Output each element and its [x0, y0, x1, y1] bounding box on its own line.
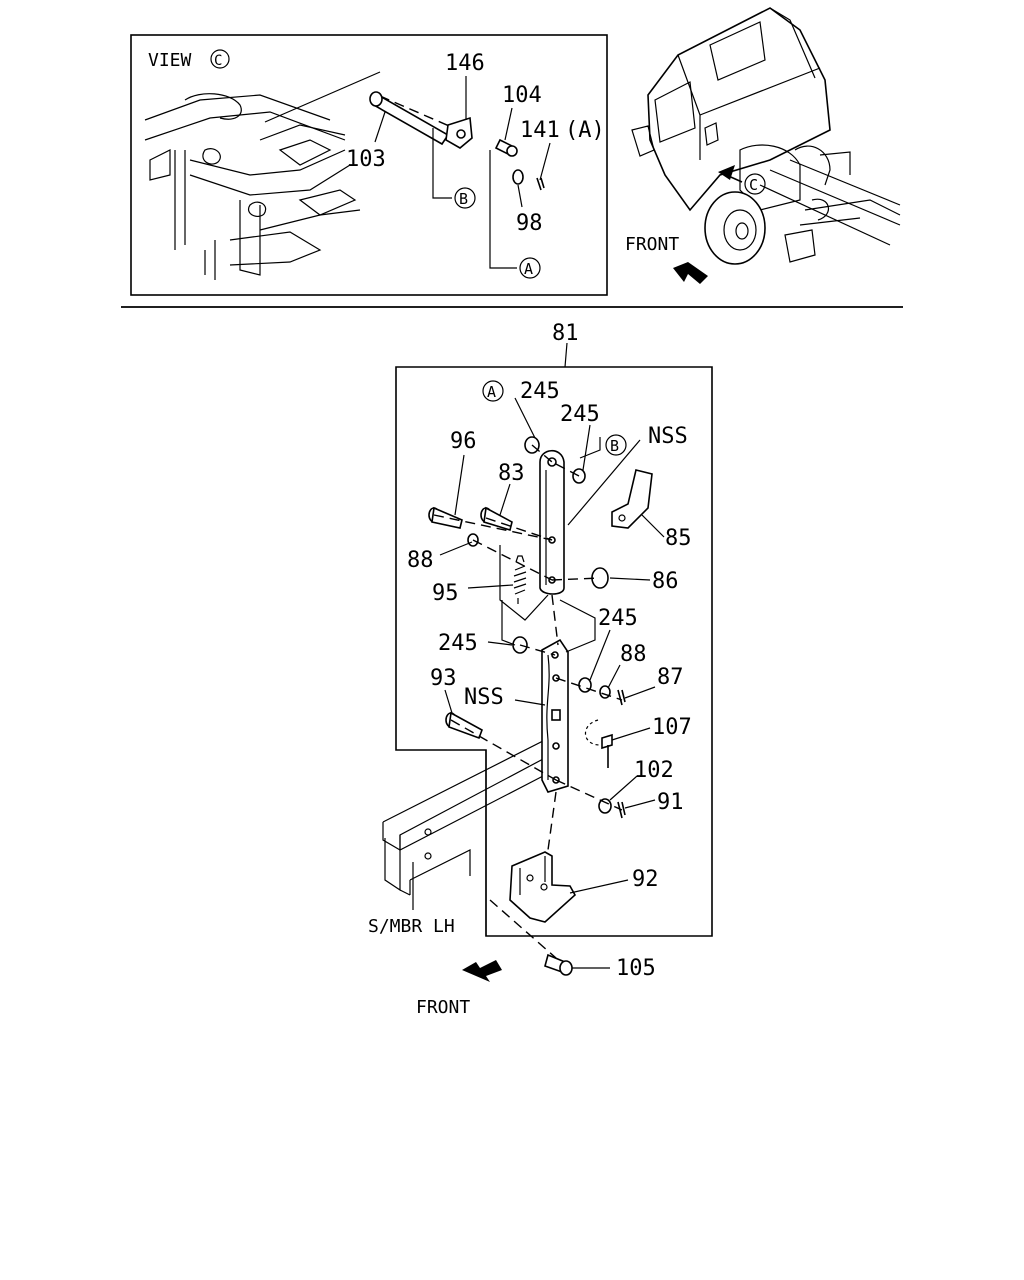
label-98: 98	[516, 211, 543, 236]
label-245-b: 245	[560, 402, 600, 427]
label-87: 87	[657, 665, 684, 690]
label-96: 96	[450, 429, 477, 454]
washer-98	[512, 169, 524, 185]
bracket-92	[509, 851, 577, 923]
side-member-lh	[382, 739, 546, 896]
label-141-ref: (A)	[565, 118, 605, 143]
main-ref-a-circle	[482, 380, 504, 402]
label-105: 105	[616, 956, 656, 981]
pin-83	[480, 506, 513, 532]
main-ref-b-letter: B	[610, 437, 619, 455]
view-title: VIEW	[148, 50, 192, 71]
label-245-top: 245	[520, 379, 560, 404]
main-ref-a-letter: A	[487, 383, 496, 401]
upper-link	[539, 449, 565, 595]
cotter-91	[617, 801, 626, 819]
label-245-mid-right: 245	[598, 606, 638, 631]
label-104: 104	[502, 83, 542, 108]
truck-front-arrow	[673, 262, 708, 284]
label-102: 102	[634, 758, 674, 783]
pin-103	[369, 91, 450, 146]
label-88-right: 88	[620, 642, 647, 667]
label-95: 95	[432, 581, 459, 606]
chain-pin-107	[584, 719, 613, 768]
cotter-pin-141	[536, 177, 545, 191]
bolt-104	[494, 138, 518, 157]
label-nss-mid: NSS	[464, 685, 504, 710]
cotter-87	[617, 689, 626, 706]
label-92: 92	[632, 867, 659, 892]
label-141: 141	[520, 118, 560, 143]
truck-marker-letter: C	[749, 176, 758, 194]
truck-front-label: FRONT	[625, 234, 679, 255]
main-front-label: FRONT	[416, 997, 470, 1018]
bracket-146	[445, 116, 473, 149]
label-83: 83	[498, 461, 525, 486]
view-c-panel: VIEW C	[130, 34, 608, 296]
truck-overview: C FRONT	[625, 7, 901, 284]
label-smbr-lh: S/MBR LH	[368, 916, 455, 937]
pin-93	[445, 711, 483, 740]
label-85: 85	[665, 526, 692, 551]
view-c-frame	[130, 34, 608, 296]
spring-95	[513, 555, 527, 604]
ref-a-circle	[519, 257, 541, 279]
ref-a-letter: A	[524, 260, 533, 278]
bracket-85	[611, 469, 653, 529]
frame-structure-sketch	[144, 93, 361, 280]
main-ref-b-circle	[605, 434, 627, 456]
washer-102	[598, 798, 612, 814]
label-81: 81	[552, 321, 579, 346]
label-146: 146	[445, 51, 485, 76]
washer-245-mid	[578, 677, 592, 693]
view-marker-circle	[210, 49, 230, 69]
ref-b-letter: B	[459, 190, 468, 208]
main-assembly: 81	[368, 321, 713, 1018]
pin-96	[428, 506, 463, 529]
label-93: 93	[430, 666, 457, 691]
lower-link	[541, 638, 569, 793]
label-107: 107	[652, 715, 692, 740]
truck-marker-circle	[744, 173, 766, 195]
label-245-mid-left: 245	[438, 631, 478, 656]
view-marker-letter: C	[214, 53, 222, 69]
label-nss-top: NSS	[648, 424, 688, 449]
label-88-left: 88	[407, 548, 434, 573]
main-front-arrow	[462, 960, 502, 982]
label-103: 103	[346, 147, 386, 172]
label-91: 91	[657, 790, 684, 815]
bolt-105	[544, 953, 573, 976]
ref-b-circle	[454, 187, 476, 209]
label-86: 86	[652, 569, 679, 594]
